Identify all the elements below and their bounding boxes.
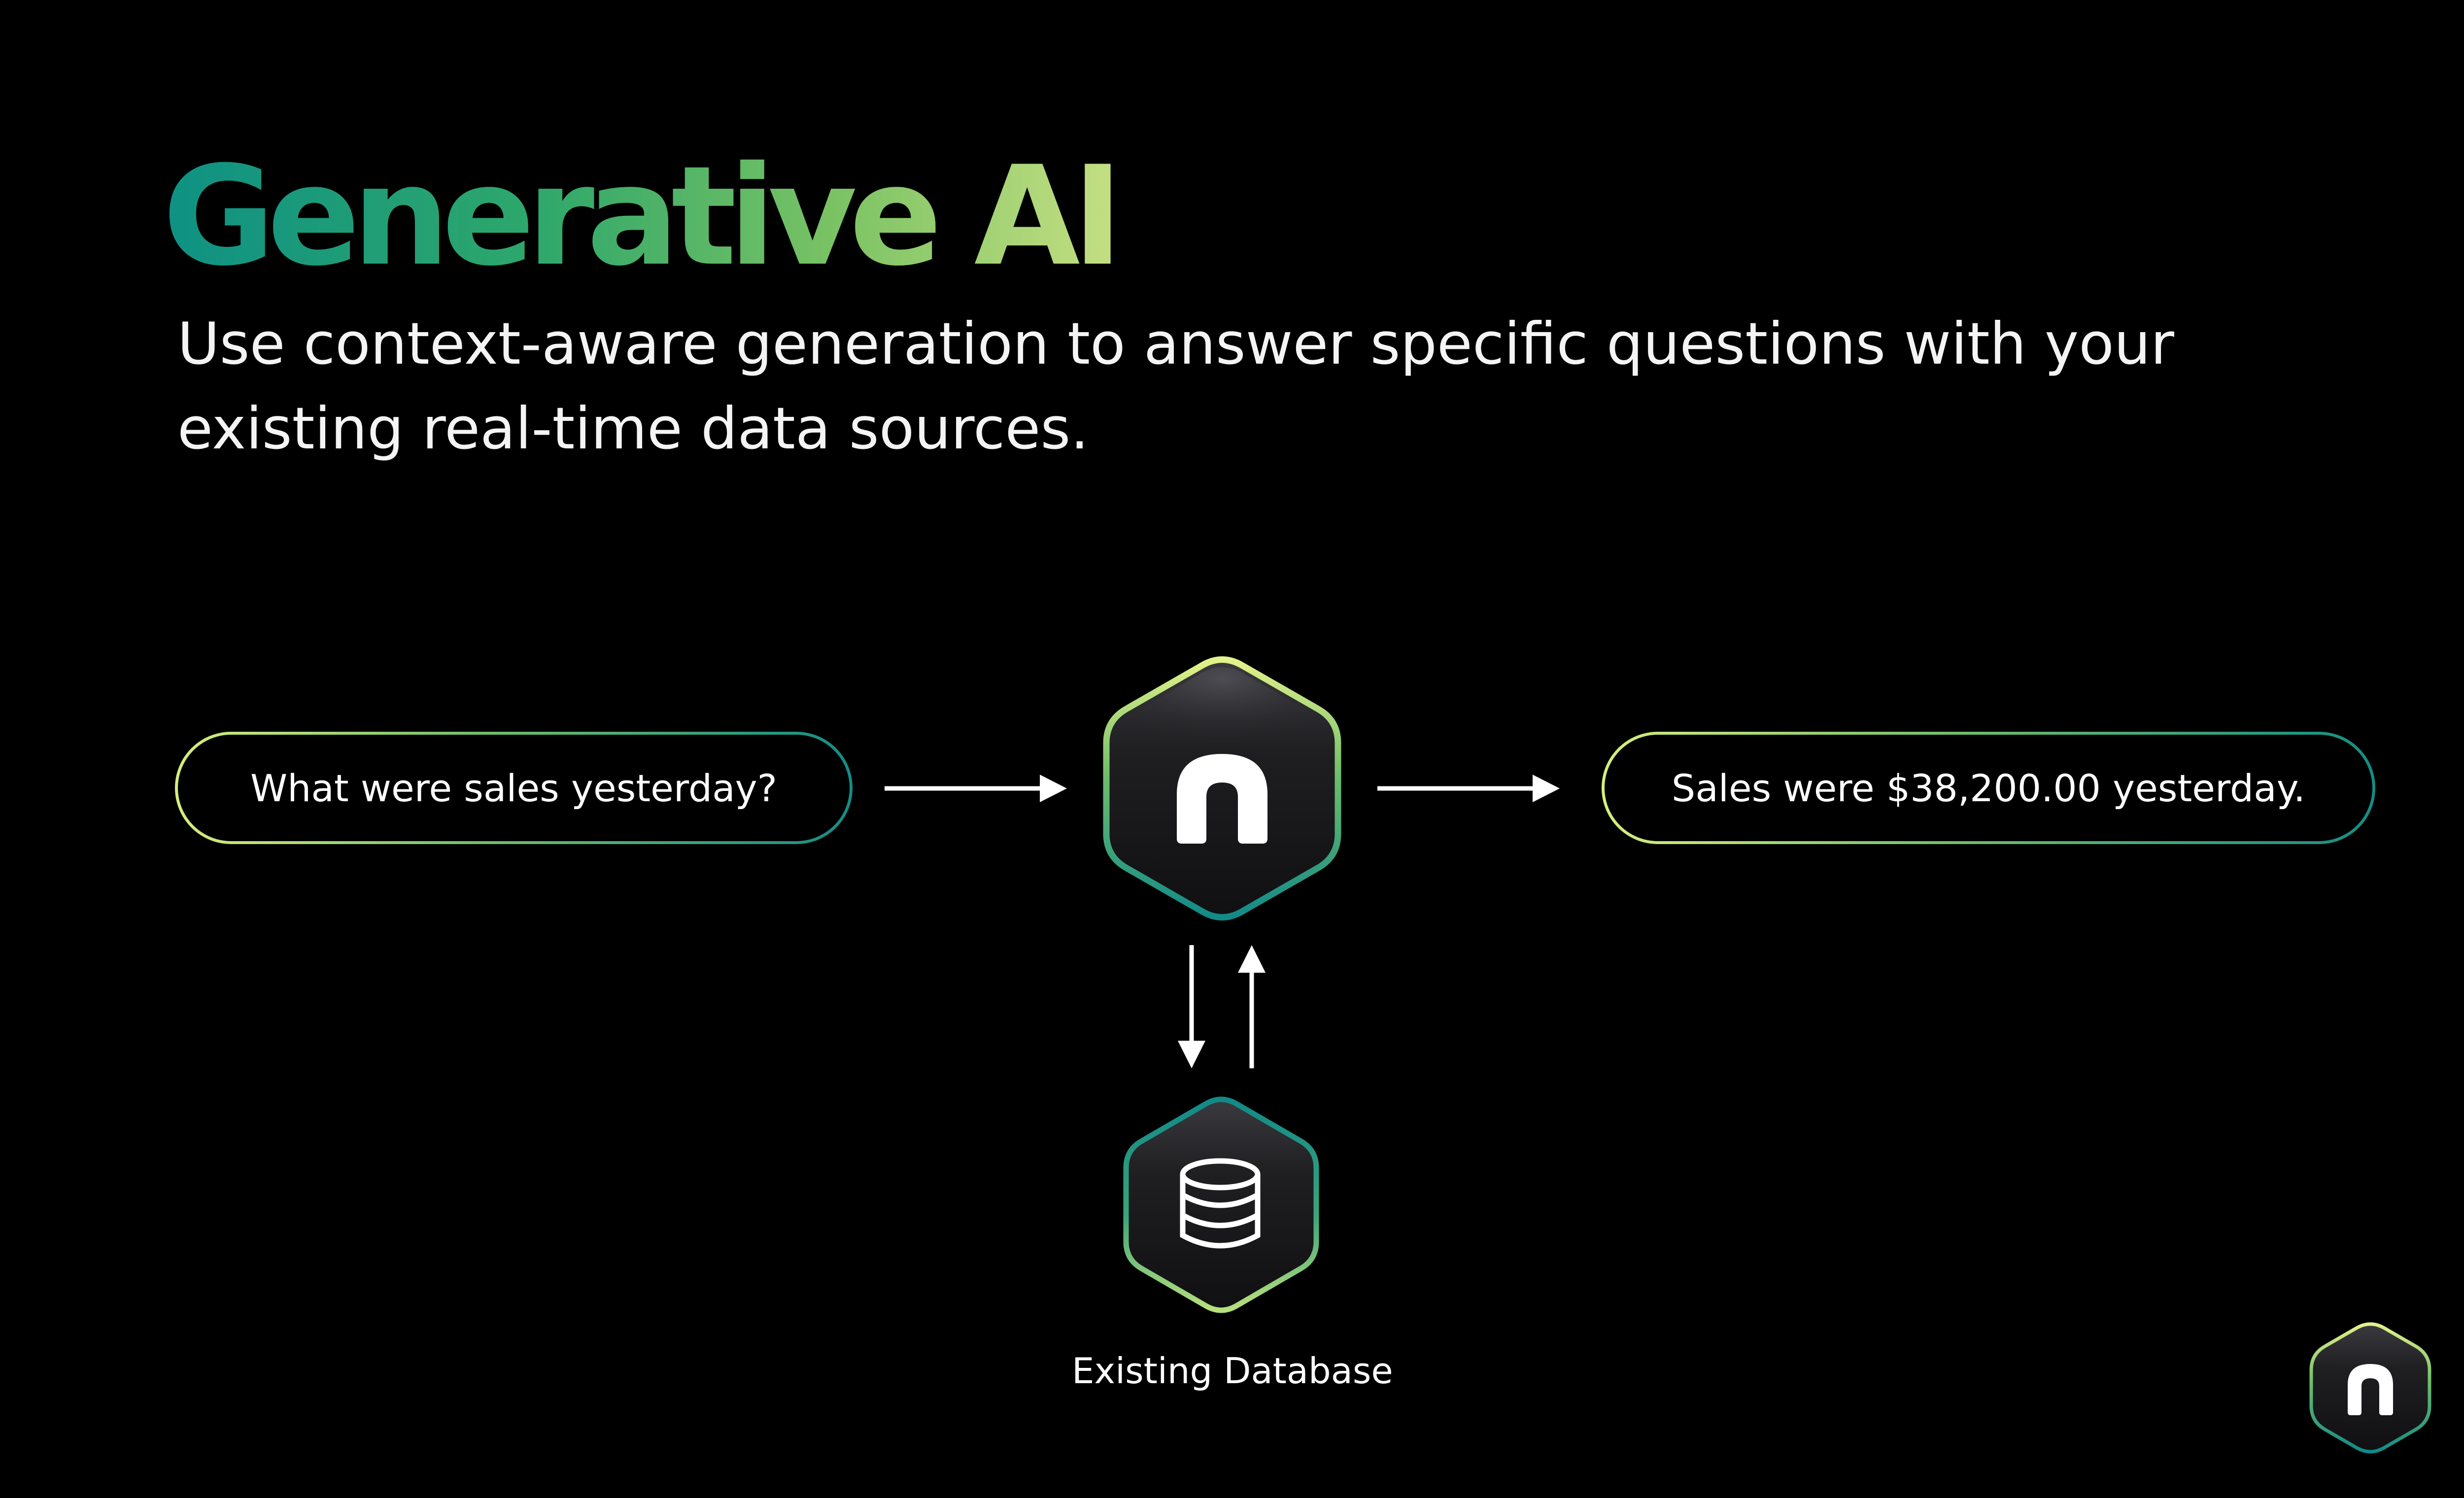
hub-node: [1103, 656, 1341, 920]
database-icon: [1180, 1158, 1261, 1249]
arrow-question-to-hub: [885, 775, 1067, 802]
arrow-hub-to-answer: [1377, 775, 1560, 802]
database-node: [1123, 1096, 1319, 1313]
arrow-hub-to-database: [1178, 945, 1205, 1068]
slide-subtitle: Use context-aware generation to answer s…: [177, 310, 2175, 462]
answer-pill: Sales were $38,200.00 yesterday.: [1602, 732, 2375, 844]
database-label: Existing Database: [1072, 1350, 1393, 1392]
arrow-database-to-hub: [1238, 945, 1266, 1068]
answer-text: Sales were $38,200.00 yesterday.: [1671, 766, 2306, 810]
question-text: What were sales yesterday?: [250, 766, 777, 810]
slide-title: Generative AI: [163, 136, 1123, 296]
n-logo-icon: [1177, 754, 1267, 844]
corner-logo: [2309, 1322, 2431, 1454]
question-pill: What were sales yesterday?: [175, 732, 853, 844]
corner-n-logo-icon: [2348, 1364, 2393, 1415]
